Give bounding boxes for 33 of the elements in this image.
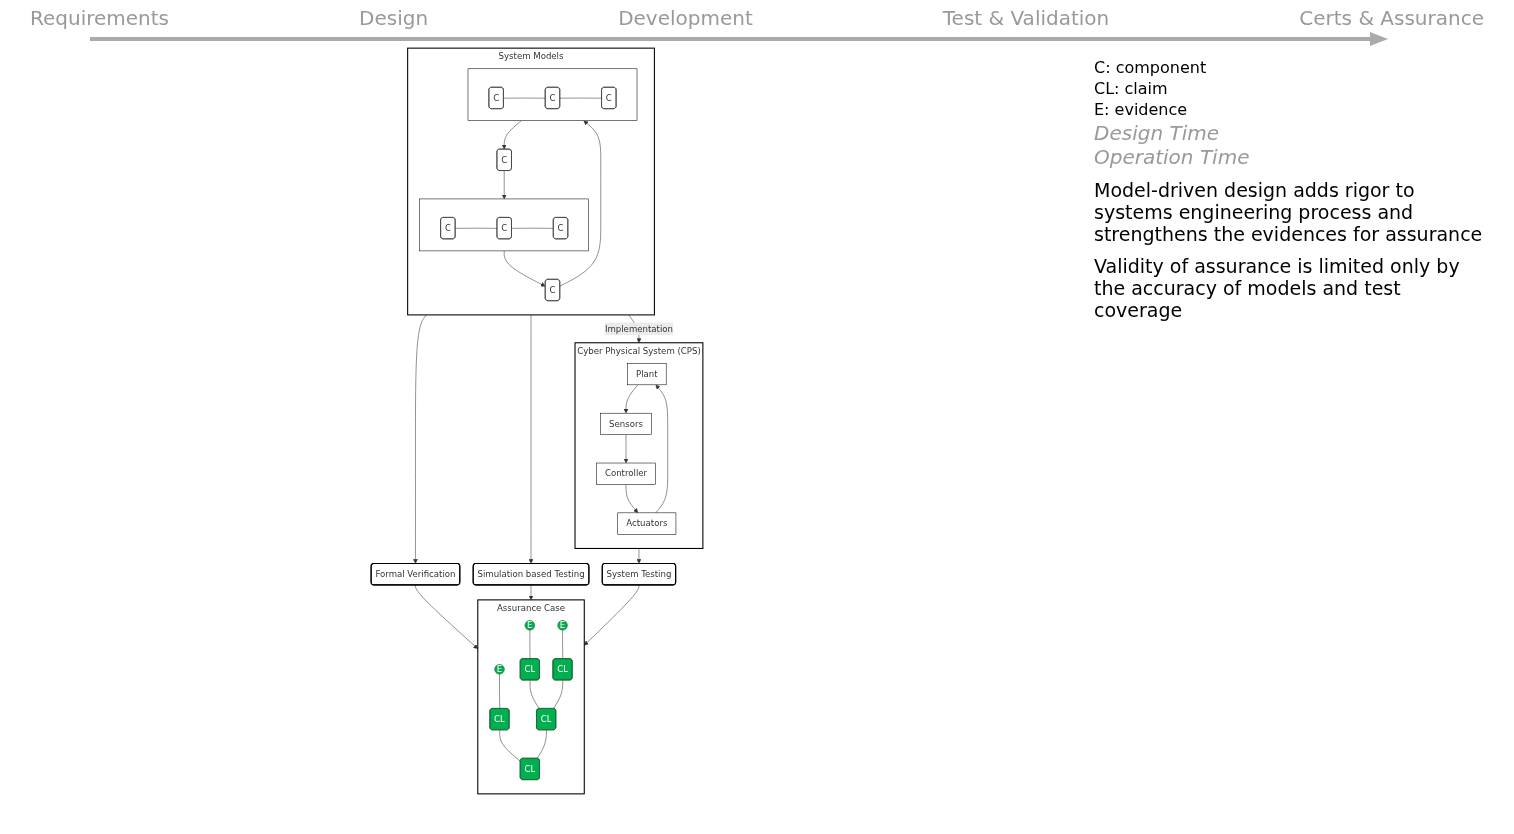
node-circle: E <box>524 620 535 631</box>
connector <box>499 673 501 709</box>
connector <box>559 97 603 99</box>
bullet-text: Validity of assurance is limited only by the accuracy of models and test coverage <box>1094 255 1461 321</box>
bullet-text: Model-driven design adds rigor to systems engineering process and strengthens the evidences for assurance <box>1094 179 1484 245</box>
phase-label: Requirements <box>30 6 170 30</box>
node-box: Sensors <box>600 412 652 435</box>
phase-label: Test & Validation <box>942 6 1110 30</box>
legend-note: C: component <box>1094 58 1208 77</box>
time-label: Operation Time <box>1094 145 1251 169</box>
connector <box>529 680 540 709</box>
connector <box>553 680 564 709</box>
connector <box>455 227 498 229</box>
cluster <box>419 198 589 252</box>
node-circle: E <box>494 664 505 675</box>
node-box: Plant <box>627 363 667 386</box>
connector <box>499 729 521 762</box>
connector <box>529 629 531 660</box>
connector <box>511 227 554 229</box>
connector <box>536 729 547 759</box>
connector <box>503 97 546 99</box>
legend-note: E: evidence <box>1094 100 1189 119</box>
phase-label: Design <box>359 6 429 30</box>
cluster <box>467 68 638 121</box>
connector <box>562 629 564 660</box>
node-box: Controller <box>596 462 656 485</box>
phase-label: Development <box>618 6 753 30</box>
node-circle: E <box>557 620 568 631</box>
phase-label: Certs & Assurance <box>1299 6 1484 30</box>
legend-note: CL: claim <box>1094 79 1169 98</box>
edge-label: Implementation <box>604 323 673 334</box>
time-label: Design Time <box>1094 121 1220 145</box>
node-box: Actuators <box>617 512 677 535</box>
